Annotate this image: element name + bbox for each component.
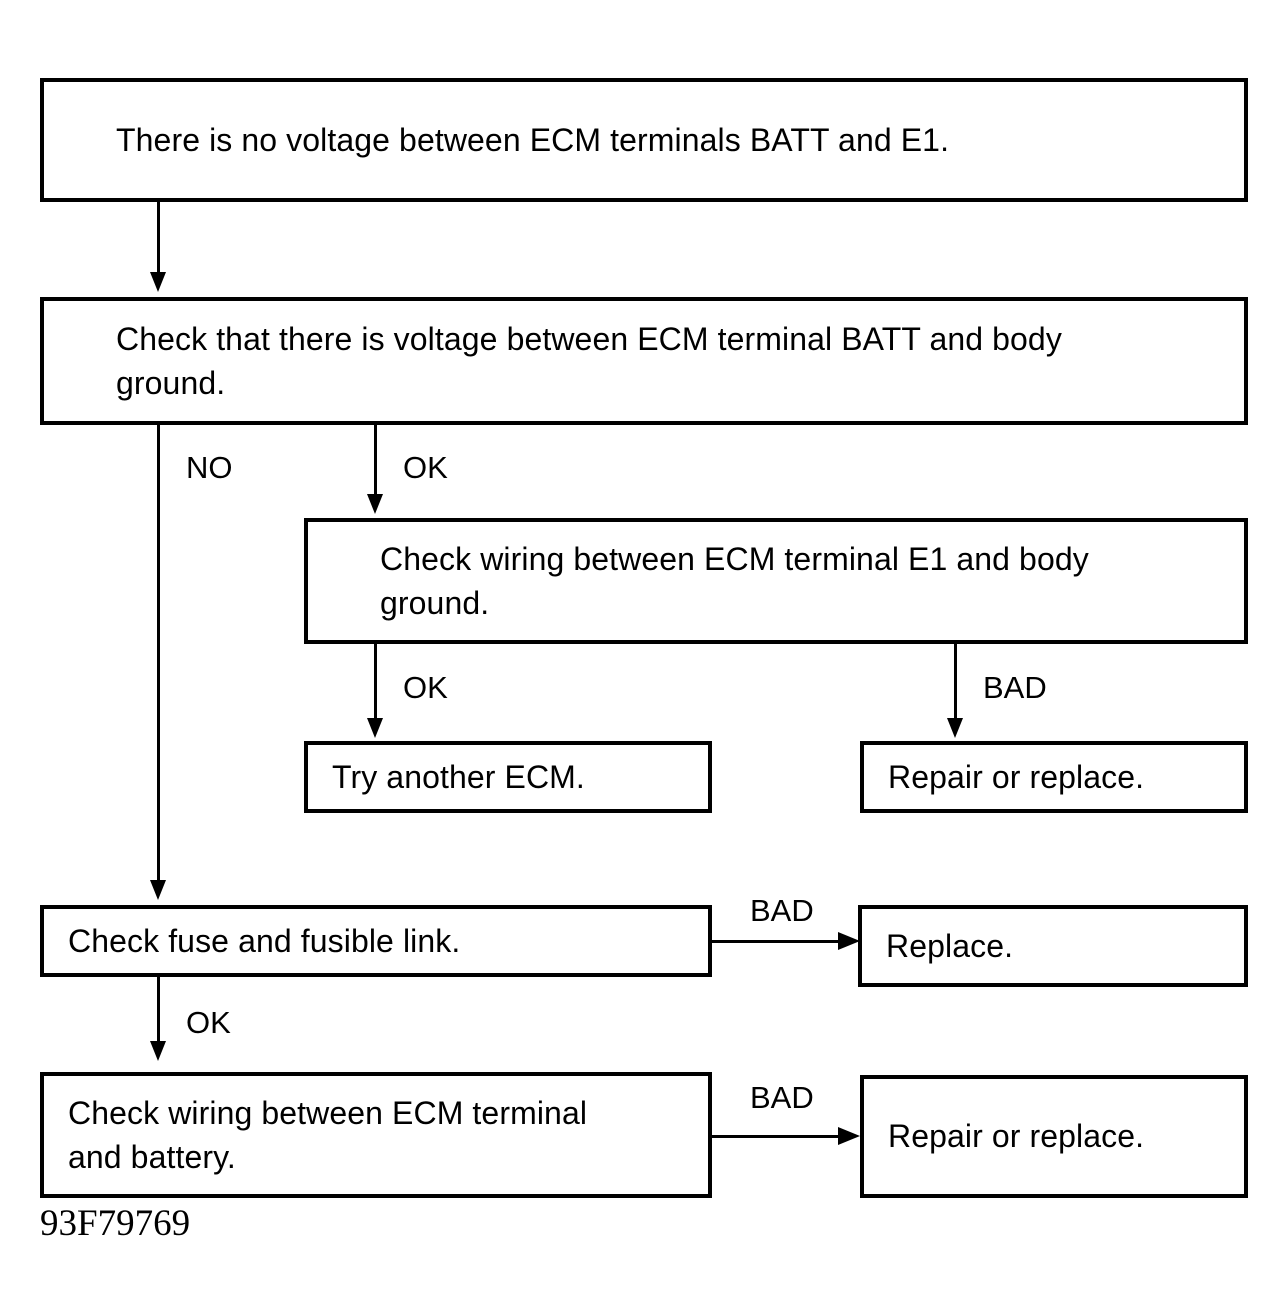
arrow-check-e1-ok xyxy=(367,718,383,738)
edge-label-check-fuse-bad: BAD xyxy=(750,893,814,928)
node-symptom: There is no voltage between ECM terminal… xyxy=(40,78,1248,202)
connector-check-e1-ok xyxy=(374,644,377,722)
arrow-check-batt-ok xyxy=(367,494,383,514)
node-check-e1-body-ground: Check wiring between ECM terminal E1 and… xyxy=(304,518,1248,644)
arrow-check-e1-bad xyxy=(947,718,963,738)
arrow-check-fuse-bad xyxy=(838,932,860,950)
connector-check-fuse-ok xyxy=(157,977,160,1045)
edge-label-check-e1-ok: OK xyxy=(403,670,448,705)
connector-check-e1-bad xyxy=(954,644,957,722)
connector-symptom-to-check-batt xyxy=(157,202,160,277)
node-check-e1-body-ground-label: Check wiring between ECM terminal E1 and… xyxy=(380,540,1089,621)
node-repair-or-replace-battery-label: Repair or replace. xyxy=(888,1118,1145,1155)
figure-reference-code: 93F79769 xyxy=(40,1203,191,1244)
node-replace-fuse: Replace. xyxy=(858,905,1248,987)
node-try-another-ecm: Try another ECM. xyxy=(304,741,712,813)
arrow-check-wiring-battery-bad xyxy=(838,1127,860,1145)
node-check-fuse: Check fuse and fusible link. xyxy=(40,905,712,977)
node-check-fuse-label: Check fuse and fusible link. xyxy=(68,922,461,959)
connector-check-wiring-battery-bad xyxy=(712,1135,840,1138)
node-repair-or-replace-battery: Repair or replace. xyxy=(860,1075,1248,1198)
edge-label-check-wiring-battery-bad: BAD xyxy=(750,1080,814,1115)
node-symptom-label: There is no voltage between ECM terminal… xyxy=(116,121,950,158)
arrow-symptom-to-check-batt xyxy=(150,272,166,292)
connector-check-batt-ok xyxy=(374,425,377,500)
node-repair-or-replace-e1: Repair or replace. xyxy=(860,741,1248,813)
edge-label-check-e1-bad: BAD xyxy=(983,670,1047,705)
node-check-batt-body-ground-label: Check that there is voltage between ECM … xyxy=(116,320,1062,401)
connector-check-fuse-bad xyxy=(712,940,840,943)
node-repair-or-replace-e1-label: Repair or replace. xyxy=(888,758,1145,795)
connector-check-batt-no xyxy=(157,425,160,883)
edge-label-check-batt-ok: OK xyxy=(403,450,448,485)
node-replace-fuse-label: Replace. xyxy=(886,927,1014,964)
node-check-batt-body-ground: Check that there is voltage between ECM … xyxy=(40,297,1248,425)
arrow-check-batt-no xyxy=(150,880,166,900)
node-check-wiring-battery: Check wiring between ECM terminal and ba… xyxy=(40,1072,712,1198)
node-try-another-ecm-label: Try another ECM. xyxy=(332,758,585,795)
edge-label-check-batt-no: NO xyxy=(186,450,233,485)
edge-label-check-fuse-ok: OK xyxy=(186,1005,231,1040)
arrow-check-fuse-ok xyxy=(150,1041,166,1061)
node-check-wiring-battery-label: Check wiring between ECM terminal and ba… xyxy=(68,1094,588,1175)
